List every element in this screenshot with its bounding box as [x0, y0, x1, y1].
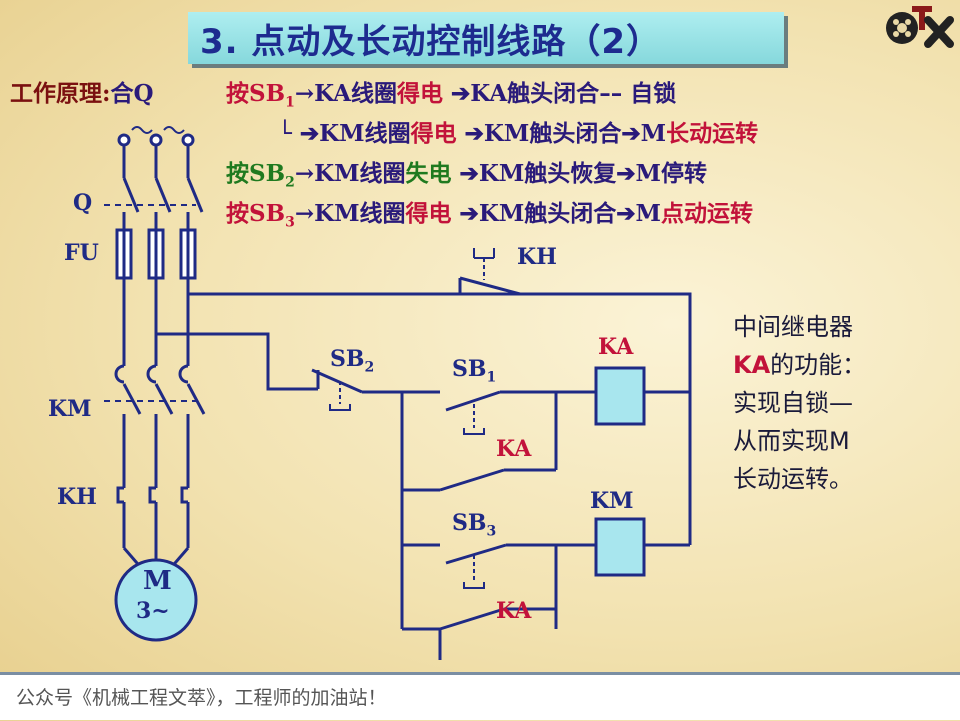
label-sb1: SB1 [452, 356, 496, 385]
note-line-2-text: 的功能： [770, 351, 867, 379]
line4-press: 按SB [226, 200, 286, 227]
label-sb3-text: SB [452, 510, 487, 536]
line3-coil: →KM线圈 [294, 160, 406, 187]
note-line-3: 实现自锁— [733, 389, 853, 417]
label-sb3: SB3 [452, 510, 496, 539]
principle-line-3: 按SB2→KM线圈失电 ➔KM触头恢复➔M停转 [226, 154, 707, 191]
line4-coil: →KM线圈 [294, 200, 406, 227]
line2-long-run: 长动运转 [666, 120, 759, 147]
sb1-button [445, 390, 556, 435]
fuses [115, 228, 197, 280]
kh-thermal-elements [116, 486, 190, 571]
note-line-1: 中间继电器 [733, 313, 853, 341]
label-fu: FU [64, 240, 99, 266]
ka-coil [594, 366, 646, 426]
km-main-contacts [104, 364, 206, 488]
line1-energize: 得电 [397, 80, 443, 107]
note-line-4: 从而实现M [733, 427, 850, 455]
logo-icon [886, 6, 954, 48]
label-kh-main: KH [57, 484, 97, 510]
principle-header: 工作原理:合Q [10, 74, 154, 108]
principle-label: 工作原理: [10, 80, 111, 107]
label-sb2: SB2 [330, 346, 374, 375]
km-coil [594, 517, 646, 577]
motor-label-phase: 3~ [136, 598, 170, 624]
motor [114, 558, 198, 642]
line4-energize: 得电 [405, 200, 452, 227]
line4-sub: 3 [285, 214, 295, 231]
label-ka-contact-1: KA [496, 436, 532, 462]
line2-branch: └ [278, 120, 300, 147]
ka-selflock-contact [402, 468, 556, 492]
page-title: 3. 点动及长动控制线路（2） [200, 21, 662, 62]
principle-line-2: └ ➔KM线圈得电 ➔KM触头闭合➔M长动运转 [278, 114, 758, 148]
sb2-stop-button [311, 368, 402, 411]
label-km-coil: KM [590, 488, 634, 514]
line1-press: 按SB [226, 80, 286, 107]
sb3-button [445, 543, 596, 589]
line2-energize: 得电 [410, 120, 457, 147]
line3-contact: ➔KM触头恢复➔M停转 [451, 160, 708, 187]
line1-contact: ➔KA触头闭合 [443, 80, 600, 107]
line3-press: 按SB [226, 160, 286, 187]
line3-sub: 2 [285, 174, 295, 191]
label-kh-contact: KH [517, 244, 557, 270]
principle-line-1: 按SB1→KA线圈得电 ➔KA触头闭合–– 自锁 [226, 74, 676, 111]
line2-contact: ➔KM触头闭合➔M [456, 120, 667, 147]
label-sb1-text: SB [452, 356, 487, 382]
principle-line-4: 按SB3→KM线圈得电 ➔KM触头闭合➔M点动运转 [226, 194, 753, 231]
note-ka: KA [733, 351, 771, 379]
label-sb2-text: SB [330, 346, 365, 372]
label-ka-coil: KA [598, 334, 634, 360]
label-sb1-sub: 1 [486, 369, 497, 386]
label-q: Q [73, 190, 93, 216]
supply-terminals [117, 126, 195, 178]
title-banner: 3. 点动及长动控制线路（2） [188, 12, 784, 64]
line4-contact: ➔KM触头闭合➔M [451, 200, 662, 227]
footer-caption: 公众号《机械工程文萃》，工程师的加油站！ [0, 672, 960, 720]
line3-deenergize: 失电 [405, 160, 452, 187]
note-line-5: 长动运转。 [733, 465, 853, 493]
line1-selflock: –– 自锁 [599, 80, 677, 107]
function-note: 中间继电器 KA的功能： 实现自锁— 从而实现M 长动运转。 [733, 308, 866, 498]
line1-sub: 1 [285, 94, 295, 111]
motor-label-m: M [143, 566, 172, 596]
note-line-2: KA的功能： [733, 346, 866, 384]
q-switch [104, 177, 204, 230]
ka-contact-2 [402, 607, 558, 660]
label-km-main: KM [48, 396, 92, 422]
line4-inching: 点动运转 [661, 200, 754, 227]
principle-close-q: 合Q [110, 80, 154, 107]
label-ka-contact-2: KA [496, 598, 532, 624]
line1-coil: →KA线圈 [294, 80, 397, 107]
label-sb2-sub: 2 [364, 359, 375, 376]
label-sb3-sub: 3 [486, 523, 497, 540]
kh-control-contact [458, 248, 521, 296]
line2-coil: ➔KM线圈 [299, 120, 411, 147]
